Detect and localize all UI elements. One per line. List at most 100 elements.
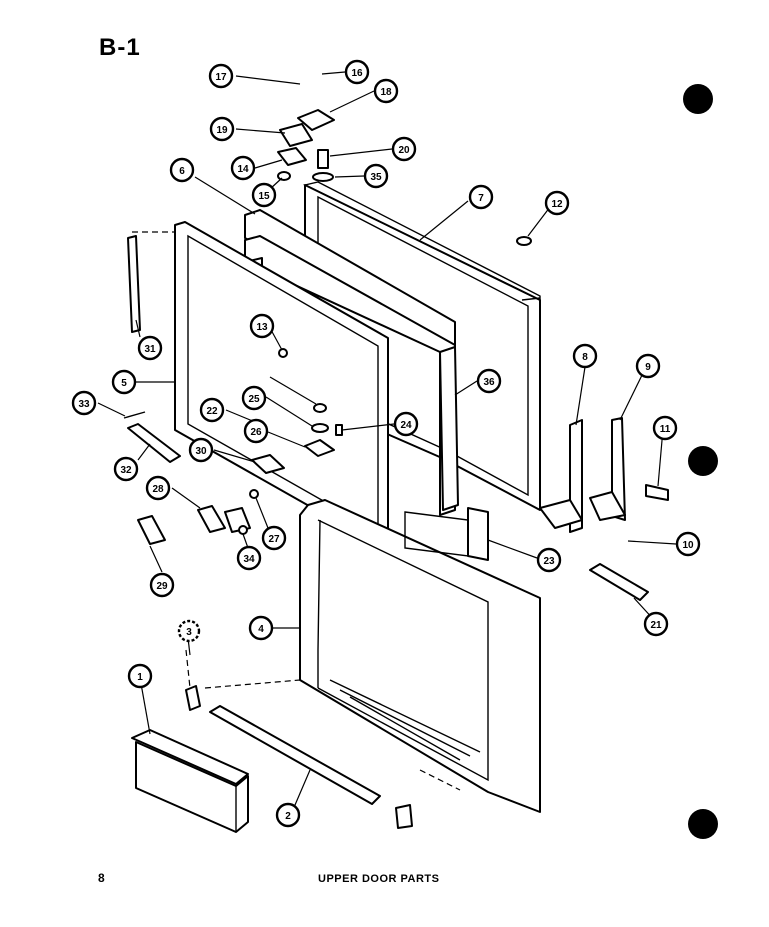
svg-text:11: 11 bbox=[660, 424, 671, 435]
svg-text:34: 34 bbox=[243, 554, 255, 565]
svg-text:19: 19 bbox=[216, 125, 228, 136]
callout-21: 21 bbox=[643, 611, 669, 637]
svg-text:26: 26 bbox=[250, 427, 262, 438]
callout-33: 33 bbox=[71, 390, 97, 416]
door-inner-liner bbox=[204, 499, 541, 813]
svg-text:25: 25 bbox=[248, 394, 260, 405]
svg-text:30: 30 bbox=[195, 446, 207, 457]
svg-text:1: 1 bbox=[137, 672, 143, 683]
svg-text:20: 20 bbox=[398, 145, 410, 156]
svg-text:8: 8 bbox=[582, 352, 588, 363]
door-outer-panel bbox=[302, 181, 541, 511]
lower-bracket bbox=[251, 454, 285, 474]
angle-bracket bbox=[589, 563, 649, 601]
side-strip bbox=[439, 346, 459, 511]
callout-9: 9 bbox=[635, 353, 661, 379]
top-hinge-assembly bbox=[277, 109, 335, 182]
page-caption: UPPER DOOR PARTS bbox=[318, 873, 440, 885]
svg-text:10: 10 bbox=[682, 540, 694, 551]
svg-text:13: 13 bbox=[256, 322, 268, 333]
end-cap bbox=[395, 804, 413, 829]
svg-text:33: 33 bbox=[78, 399, 90, 410]
callout-12: 12 bbox=[544, 190, 570, 216]
svg-text:4: 4 bbox=[258, 624, 264, 635]
page-code: B-1 bbox=[99, 34, 141, 61]
callout-36: 36 bbox=[476, 368, 502, 394]
callout-24: 24 bbox=[393, 411, 419, 437]
svg-text:36: 36 bbox=[483, 377, 495, 388]
leader-lines bbox=[97, 71, 677, 813]
svg-text:24: 24 bbox=[400, 420, 412, 431]
callout-20: 20 bbox=[391, 136, 417, 162]
svg-text:29: 29 bbox=[156, 581, 168, 592]
callout-17: 17 bbox=[208, 63, 234, 89]
callout-22: 22 bbox=[199, 397, 225, 423]
svg-text:16: 16 bbox=[351, 68, 363, 79]
svg-text:15: 15 bbox=[258, 191, 270, 202]
callout-29: 29 bbox=[149, 572, 175, 598]
callout-32: 32 bbox=[113, 456, 139, 482]
callout-10: 10 bbox=[675, 531, 701, 557]
bracket-block bbox=[467, 507, 489, 561]
punch-hole-bottom bbox=[688, 809, 718, 839]
callout-16: 16 bbox=[344, 59, 370, 85]
callout-1: 1 bbox=[127, 663, 153, 689]
callout-3: 3 bbox=[177, 619, 201, 643]
svg-text:7: 7 bbox=[478, 193, 484, 204]
clip-part bbox=[645, 484, 669, 501]
svg-text:6: 6 bbox=[179, 166, 185, 177]
svg-text:14: 14 bbox=[237, 164, 249, 175]
callout-35-top: 35 bbox=[363, 163, 389, 189]
punch-hole-middle bbox=[688, 446, 718, 476]
callout-18: 18 bbox=[373, 78, 399, 104]
hinge-brackets bbox=[539, 417, 626, 533]
bracket-shadow bbox=[404, 511, 469, 557]
shelf-rail bbox=[209, 705, 381, 805]
svg-text:17: 17 bbox=[215, 72, 227, 83]
callout-27: 27 bbox=[261, 525, 287, 551]
svg-text:22: 22 bbox=[206, 406, 218, 417]
svg-text:12: 12 bbox=[551, 199, 563, 210]
callout-15: 15 bbox=[251, 182, 277, 208]
screw bbox=[123, 411, 146, 419]
svg-text:23: 23 bbox=[543, 556, 555, 567]
punch-hole-top bbox=[683, 84, 713, 114]
callout-19: 19 bbox=[209, 116, 235, 142]
svg-text:27: 27 bbox=[268, 534, 280, 545]
callout-11: 11 bbox=[652, 415, 678, 441]
callout-6: 6 bbox=[169, 157, 195, 183]
svg-text:21: 21 bbox=[650, 620, 662, 631]
callout-13: 13 bbox=[249, 313, 275, 339]
svg-text:32: 32 bbox=[120, 465, 132, 476]
fastener bbox=[185, 685, 201, 711]
latch-hardware bbox=[137, 489, 259, 545]
callout-23: 23 bbox=[536, 547, 562, 573]
door-bin bbox=[131, 729, 249, 833]
callout-26: 26 bbox=[243, 418, 269, 444]
svg-text:3: 3 bbox=[186, 627, 192, 638]
svg-text:31: 31 bbox=[144, 344, 156, 355]
callout-25: 25 bbox=[241, 385, 267, 411]
svg-text:5: 5 bbox=[121, 378, 127, 389]
callout-5: 5 bbox=[111, 369, 137, 395]
callout-8: 8 bbox=[572, 343, 598, 369]
callout-7: 7 bbox=[468, 184, 494, 210]
callout-14: 14 bbox=[230, 155, 256, 181]
plug bbox=[516, 236, 532, 246]
bottom-strip bbox=[127, 423, 181, 463]
svg-text:9: 9 bbox=[645, 362, 651, 373]
svg-text:18: 18 bbox=[380, 87, 392, 98]
callout-28: 28 bbox=[145, 475, 171, 501]
svg-text:2: 2 bbox=[285, 811, 291, 822]
callout-34: 34 bbox=[236, 545, 262, 571]
callout-30: 30 bbox=[188, 437, 214, 463]
gasket-strip bbox=[127, 235, 141, 333]
callout-4: 4 bbox=[248, 615, 274, 641]
callout-31: 31 bbox=[137, 335, 163, 361]
page-number: 8 bbox=[98, 871, 105, 885]
callout-2: 2 bbox=[275, 802, 301, 828]
svg-text:35: 35 bbox=[370, 172, 382, 183]
svg-text:28: 28 bbox=[152, 484, 164, 495]
